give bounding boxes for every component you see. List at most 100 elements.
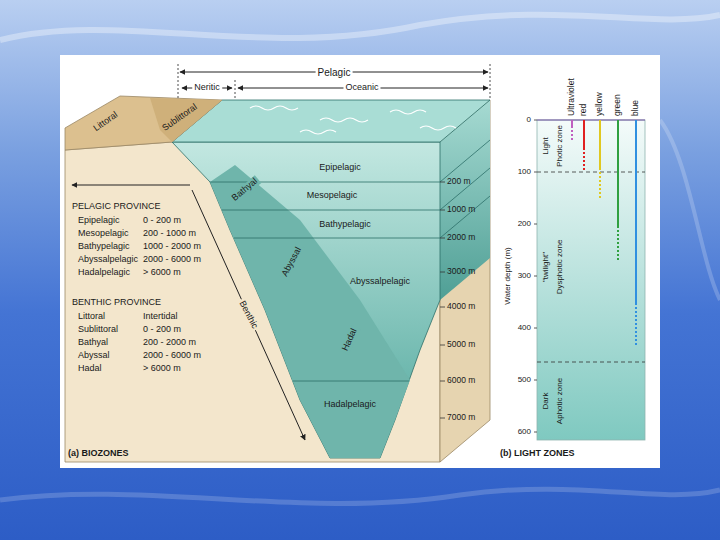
depth-boundaries [210,140,490,381]
yellow-line [599,120,601,170]
depth-label: 4000 m [447,302,475,311]
axis-title: Water depth (m) [504,247,513,305]
table-cell: Bathypelagic [78,242,130,252]
light-zone-label: Aphotic zone [556,363,565,439]
pelagic-zone-label: Bathypelagic [319,220,371,230]
tick [534,276,537,277]
axis-ticks [534,120,537,432]
panel-caption: (a) BIOZONES [68,449,129,459]
tick [534,172,537,173]
depth-label: 200 m [447,177,471,186]
depth-label: 2000 m [447,233,475,242]
axis-tick-label: 200 [518,220,531,229]
tick [440,210,445,211]
background-wave [0,15,720,40]
pelagic-province-arrow [72,185,190,186]
surface-line [537,119,645,120]
light-zone-label: Dark [542,363,551,439]
table-cell: Bathyal [78,338,108,348]
benthic-zone-label: Bathyal [229,175,261,204]
tick [534,380,537,381]
table-cell: Littoral [78,312,105,322]
boundary-line [222,168,490,210]
tick [440,307,445,308]
axis-tick-label: 400 [518,324,531,333]
table-cell: 0 - 200 m [143,216,181,226]
depth-label: 7000 m [447,413,475,422]
table-cell: Abyssalpelagic [78,255,138,265]
table-heading: BENTHIC PROVINCE [72,298,161,308]
table-cell: Abyssal [78,351,110,361]
zone-arrow-label: Pelagic [316,67,353,78]
benthic-zone-label: Abyssal [279,244,304,280]
table-cell: Sublittoral [78,325,118,335]
depth-ticks [440,182,445,418]
background-wave [0,489,720,503]
boundary-line [293,381,409,382]
light-zone-label: Dysphotic zone [556,177,565,357]
tick [534,328,537,329]
yellow-line [599,172,601,200]
range-marker [178,64,179,98]
benthic-arrow-label: Benthic [236,298,261,333]
table-cell: 200 - 2000 m [143,338,196,348]
light-color-label: red [579,54,588,116]
depth-label: 5000 m [447,340,475,349]
depth-label: 1000 m [447,205,475,214]
light-zone-label: "twilight" [542,177,551,357]
table-cell: Hadal [78,364,102,374]
seafloor-cross-section [65,142,440,462]
axis-tick-label: 600 [518,428,531,437]
axis-tick-label: 500 [518,376,531,385]
light-color-label: yellow [595,54,604,116]
axis-tick-label: 0 [527,116,531,125]
ultraviolet-line [571,120,573,128]
zone-boundary [537,362,645,363]
pelagic-zone-label: Epipelagic [319,163,361,173]
figure-panel [60,55,660,468]
table-cell: 1000 - 2000 m [143,242,201,252]
block-side-face [440,100,490,462]
light-zone-label: Photic zone [556,121,565,171]
tick [534,120,537,121]
green-line [617,120,619,228]
tick [440,272,445,273]
zone-arrow-label: Oceanic [343,83,380,93]
land-surface [65,96,222,150]
tick [534,224,537,225]
red-line [583,152,585,170]
light-color-label: green [613,54,622,116]
table-cell: 2000 - 6000 m [143,255,201,265]
table-cell: Hadalpelagic [78,268,130,278]
tick [440,345,445,346]
light-color-label: Ultraviolet [567,54,576,116]
table-cell: 200 - 1000 m [143,229,196,239]
ocean-water [172,142,440,458]
depth-label: 6000 m [447,376,475,385]
zone-arrow-label: Neritic [192,83,222,93]
beach [150,98,222,142]
boundary-line [234,196,490,238]
red-line [583,120,585,150]
tick [440,381,445,382]
boundary-line [210,140,490,182]
light-zone-label: Light [542,121,551,171]
table-cell: Intertidal [143,312,178,322]
light-color-label: blue [631,54,640,116]
zone-boundary [537,172,645,173]
ultraviolet-line [571,130,573,142]
benthic-zone-label: Hadal [340,325,361,354]
depth-label: 3000 m [447,267,475,276]
benthic-zone-label: Littoral [92,110,120,134]
tick [440,182,445,183]
blue-line [635,307,637,345]
tick [440,238,445,239]
table-cell: 0 - 200 m [143,325,181,335]
light-zone-plot [537,120,645,440]
axis-tick-label: 300 [518,272,531,281]
trench-slope [210,165,410,458]
table-cell: > 6000 m [143,268,181,278]
blue-line [635,120,637,305]
light-penetration-lines [572,120,636,345]
